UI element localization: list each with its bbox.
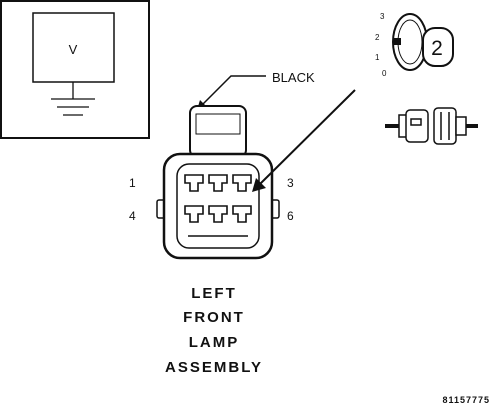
wire-color-label: BLACK [272, 70, 315, 85]
pin-terminals [184, 174, 252, 223]
latch-tab [195, 113, 241, 135]
connector-plug-icon [385, 107, 478, 145]
meter-label: V [69, 42, 78, 57]
probe-arrowhead-icon [252, 178, 266, 192]
pin-label-3: 3 [287, 176, 294, 190]
connector-face: BLACK 1 3 4 6 [129, 70, 356, 260]
switch-position-1: 1 [375, 53, 380, 62]
caption-line-3: LAMP [189, 334, 240, 351]
switch-position-0: 0 [382, 69, 387, 78]
switch-position-2: 2 [375, 33, 380, 42]
pin-cavity-1 [184, 174, 204, 192]
figure-id: 81157775 [442, 395, 490, 405]
wire-leader-line [199, 75, 266, 108]
switch-selected-value: 2 [431, 37, 443, 60]
meter-display [32, 12, 115, 83]
switch-position-3: 3 [380, 12, 385, 21]
caption-line-1: LEFT [191, 285, 237, 302]
pin-cavity-5 [208, 205, 228, 223]
pin-cavity-4 [184, 205, 204, 223]
pin-label-4: 4 [129, 209, 136, 223]
caption-line-2: FRONT [183, 309, 245, 326]
pin-cavity-3 [232, 174, 252, 192]
selector-switch-icon: 3 2 1 0 2 [375, 12, 454, 78]
pin-cavity-6 [232, 205, 252, 223]
assembly-caption: LEFT FRONT LAMP ASSEMBLY [165, 285, 263, 376]
pin-cavity-2 [208, 174, 228, 192]
ground-symbol-icon [51, 82, 95, 116]
pin-label-1: 1 [129, 176, 136, 190]
voltmeter-panel: V [0, 0, 150, 139]
pin-label-6: 6 [287, 209, 294, 223]
probe-pointer-line [259, 89, 356, 185]
caption-line-4: ASSEMBLY [165, 359, 263, 376]
